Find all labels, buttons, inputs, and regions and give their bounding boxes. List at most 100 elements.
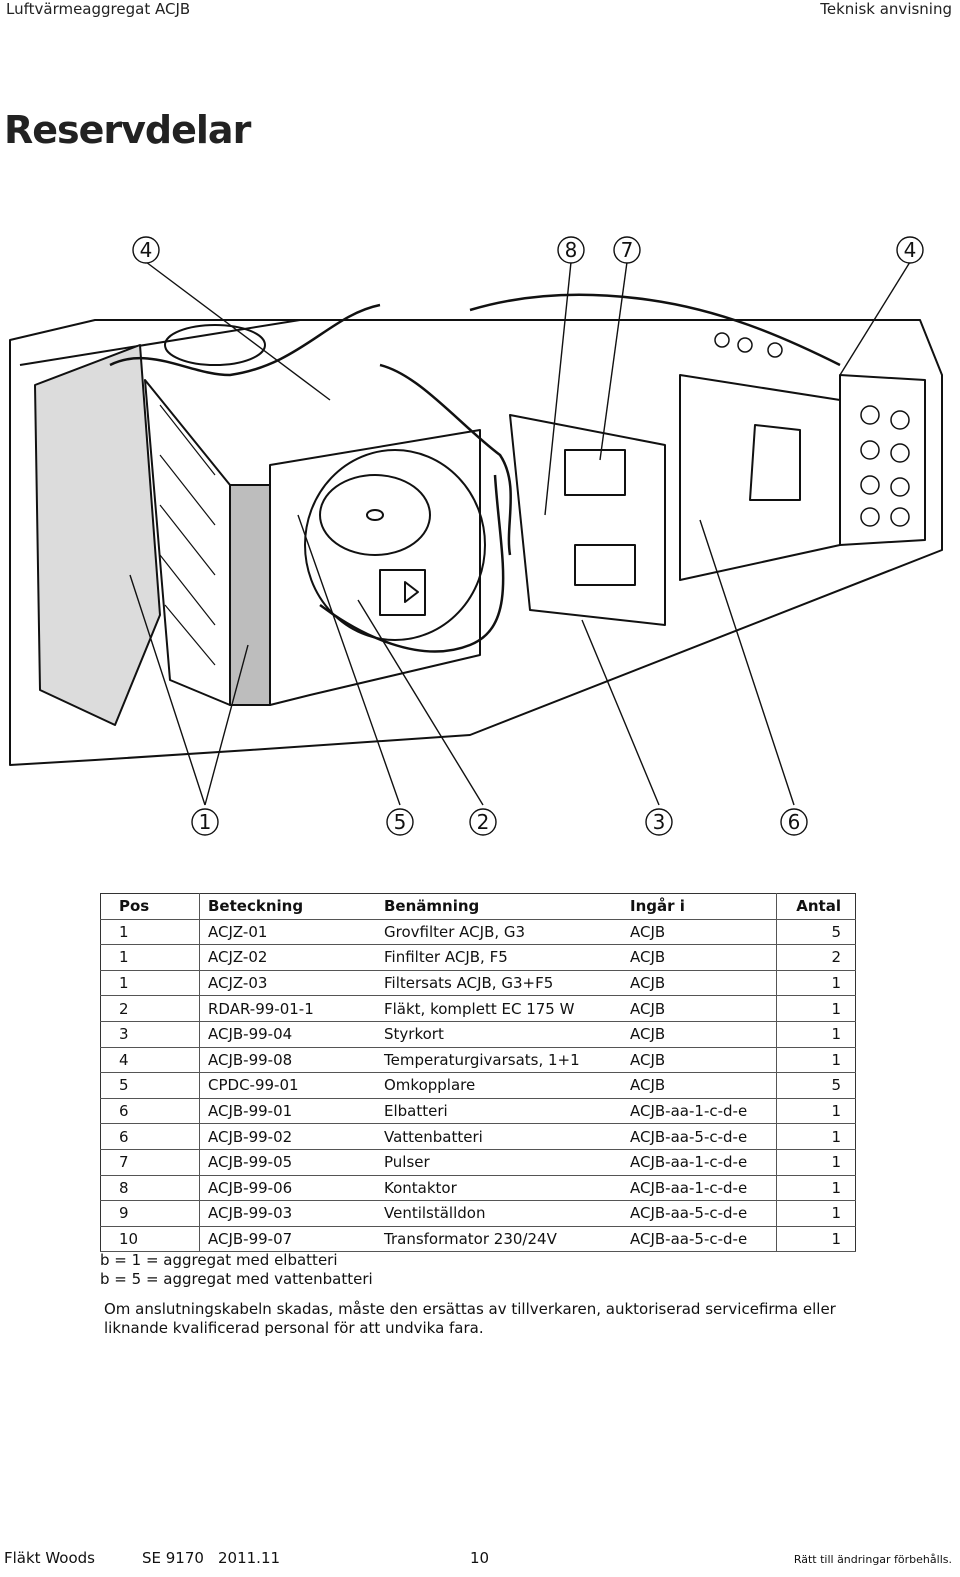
page-title: Reservdelar bbox=[4, 108, 251, 152]
table-cell: Kontaktor bbox=[384, 1178, 457, 1197]
housing-back-edge bbox=[19, 319, 301, 366]
table-cell: ACJB-99-07 bbox=[208, 1230, 293, 1249]
table-cell: 1 bbox=[100, 944, 200, 971]
table-cell: 1 bbox=[100, 970, 200, 996]
table-cell: ACJB bbox=[622, 919, 778, 945]
table-cell: 5 bbox=[831, 1076, 841, 1095]
table-cell: 1 bbox=[831, 1230, 841, 1249]
callout-5: 5 bbox=[394, 810, 407, 834]
table-row: 3 ACJB-99-04 Styrkort ACJB 1 bbox=[100, 1021, 856, 1048]
table-cell: Fläkt, komplett EC 175 W bbox=[384, 999, 575, 1018]
table-cell: ACJB bbox=[622, 995, 778, 1022]
note-line: b = 5 = aggregat med vattenbatteri bbox=[100, 1270, 373, 1288]
callout-1: 1 bbox=[199, 810, 212, 834]
table-cell: ACJB-aa-1-c-d-e bbox=[622, 1175, 778, 1201]
table-header-row: Pos Beteckning Benämning Ingår i Antal bbox=[100, 893, 856, 920]
table-cell: ACJB bbox=[622, 970, 778, 996]
table-cell: ACJB-aa-1-c-d-e bbox=[622, 1098, 778, 1124]
notes: b = 1 = aggregat med elbatteri b = 5 = a… bbox=[100, 1251, 373, 1289]
fan-housing bbox=[304, 449, 486, 641]
table-cell: Elbatteri bbox=[384, 1102, 448, 1121]
table-cell: 1 bbox=[100, 919, 200, 945]
warning-text: Om anslutningskabeln skadas, måste den e… bbox=[104, 1300, 836, 1337]
table-cell: ACJB bbox=[622, 1072, 778, 1099]
table-cell: ACJB-99-04 bbox=[208, 1025, 293, 1044]
table-cell: 1 bbox=[831, 974, 841, 993]
table-cell: ACJB-99-05 bbox=[208, 1153, 293, 1172]
table-cell: 1 bbox=[831, 1204, 841, 1223]
table-cell: ACJZ-01 bbox=[208, 922, 268, 941]
col-benamning: Benämning bbox=[384, 897, 480, 916]
table-cell: 3 bbox=[100, 1021, 200, 1048]
table-cell: Temperaturgivarsats, 1+1 bbox=[384, 1050, 580, 1069]
table-cell: 1 bbox=[831, 1050, 841, 1069]
callout-3: 3 bbox=[653, 810, 666, 834]
table-cell: 1 bbox=[831, 1025, 841, 1044]
footer-doc: SE 9170 bbox=[142, 1549, 204, 1567]
table-cell: ACJB-99-03 bbox=[208, 1204, 293, 1223]
table-cell: ACJB-99-02 bbox=[208, 1127, 293, 1146]
table-cell: 2 bbox=[100, 995, 200, 1022]
table-cell: ACJB bbox=[622, 1047, 778, 1073]
filter-panel-grey bbox=[229, 484, 271, 706]
callout-6: 6 bbox=[788, 810, 801, 834]
table-cell: 6 bbox=[100, 1123, 200, 1150]
table-cell: 1 bbox=[831, 1153, 841, 1172]
table-cell: RDAR-99-01-1 bbox=[208, 999, 314, 1018]
table-cell: 5 bbox=[100, 1072, 200, 1099]
footer-company: Fläkt Woods bbox=[4, 1549, 95, 1567]
callout-7: 7 bbox=[621, 238, 634, 262]
footer-date: 2011.11 bbox=[218, 1549, 281, 1567]
callout-2: 2 bbox=[477, 810, 490, 834]
fan-partition bbox=[269, 429, 481, 706]
table-cell: Transformator 230/24V bbox=[384, 1230, 557, 1249]
table-cell: Pulser bbox=[384, 1153, 430, 1172]
col-pos: Pos bbox=[100, 893, 200, 920]
table-cell: ACJB-99-06 bbox=[208, 1178, 293, 1197]
table-cell: 1 bbox=[831, 1102, 841, 1121]
callout-4-right: 4 bbox=[904, 238, 917, 262]
footer-page: 10 bbox=[470, 1549, 490, 1567]
table-cell: Ventilställdon bbox=[384, 1204, 486, 1223]
table-cell: Styrkort bbox=[384, 1025, 444, 1044]
control-box bbox=[509, 414, 666, 626]
header-left: Luftvärmeaggregat ACJB bbox=[6, 0, 191, 18]
callouts-top: 4 8 7 4 bbox=[132, 236, 924, 264]
top-opening bbox=[164, 324, 266, 366]
table-cell: 1 bbox=[831, 1127, 841, 1146]
table-row: 1 ACJZ-01 Grovfilter ACJB, G3 ACJB 5 bbox=[100, 919, 856, 945]
table-row: 7 ACJB-99-05 Pulser ACJB-aa-1-c-d-e 1 bbox=[100, 1149, 856, 1176]
table-cell: CPDC-99-01 bbox=[208, 1076, 299, 1095]
header-right: Teknisk anvisning bbox=[820, 0, 952, 18]
fan-impeller bbox=[319, 474, 431, 556]
table-cell: 4 bbox=[100, 1047, 200, 1073]
table-row: 5 CPDC-99-01 Omkopplare ACJB 5 bbox=[100, 1072, 856, 1099]
table-cell: 5 bbox=[831, 922, 841, 941]
table-cell: ACJZ-02 bbox=[208, 948, 268, 967]
table-cell: ACJB-aa-1-c-d-e bbox=[622, 1149, 778, 1176]
col-ingar-i: Ingår i bbox=[622, 893, 778, 920]
table-cell: 2 bbox=[831, 948, 841, 967]
table-cell: ACJB-aa-5-c-d-e bbox=[622, 1200, 778, 1227]
table-cell: ACJB bbox=[622, 1021, 778, 1048]
callouts-bottom: 1 5 2 3 6 bbox=[191, 808, 808, 836]
parts-table: Pos Beteckning Benämning Ingår i Antal 1… bbox=[100, 893, 856, 1253]
table-cell: 7 bbox=[100, 1149, 200, 1176]
table-cell: Omkopplare bbox=[384, 1076, 476, 1095]
table-cell: ACJB-99-01 bbox=[208, 1102, 293, 1121]
table-cell: Filtersats ACJB, G3+F5 bbox=[384, 974, 554, 993]
filter-door bbox=[34, 344, 161, 726]
table-cell: 1 bbox=[831, 1178, 841, 1197]
table-cell: Grovfilter ACJB, G3 bbox=[384, 922, 526, 941]
table-cell: 10 bbox=[100, 1226, 200, 1252]
note-line: b = 1 = aggregat med elbatteri bbox=[100, 1251, 338, 1269]
col-beteckning: Beteckning bbox=[208, 897, 304, 916]
coil-panel bbox=[839, 374, 926, 546]
